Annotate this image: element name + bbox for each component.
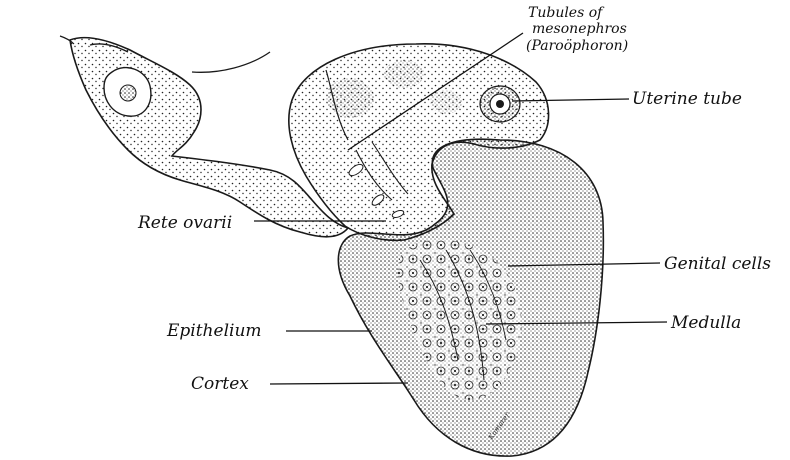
cortex-leader-line bbox=[270, 383, 408, 384]
medulla-label: Medulla bbox=[670, 313, 741, 333]
uterine-tube-label: Uterine tube bbox=[632, 89, 742, 109]
epithelium-label: Epithelium bbox=[166, 321, 262, 341]
uterine-tube-section bbox=[480, 86, 520, 122]
tubules-label-line2: mesonephros bbox=[532, 21, 627, 37]
label-epithelium: Epithelium bbox=[166, 321, 372, 341]
tubules-label-line3: (Paroöphoron) bbox=[526, 38, 628, 54]
label-cortex: Cortex bbox=[191, 374, 408, 394]
genital-cells-label: Genital cells bbox=[664, 254, 771, 274]
rete-ovarii-label: Rete ovarii bbox=[137, 213, 232, 233]
cortex-label: Cortex bbox=[191, 374, 249, 394]
tubules-label-line1: Tubules of bbox=[528, 5, 605, 21]
